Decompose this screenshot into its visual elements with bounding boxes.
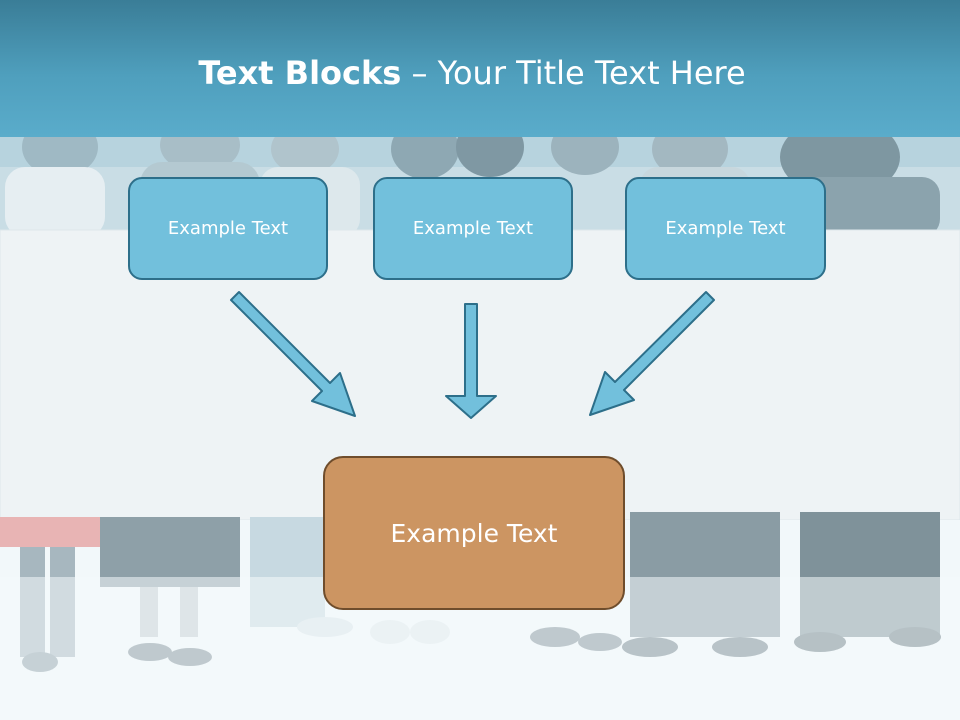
text-block-2[interactable]: Example Text [373, 177, 573, 280]
page-title: Text Blocks – Your Title Text Here [0, 54, 944, 92]
title-bold: Text Blocks [198, 54, 402, 92]
arrow-down-icon [445, 303, 497, 419]
arrow-left-icon [230, 291, 356, 417]
text-block-main-label: Example Text [390, 518, 558, 548]
title-band: Text Blocks – Your Title Text Here [0, 0, 960, 137]
arrow-right-icon [589, 291, 715, 416]
text-block-3-label: Example Text [665, 218, 786, 239]
text-block-2-label: Example Text [412, 218, 534, 239]
title-rest: – Your Title Text Here [401, 54, 746, 92]
text-block-main[interactable]: Example Text [323, 456, 625, 610]
text-block-1-label: Example Text [167, 218, 289, 239]
text-block-3[interactable]: Example Text [625, 177, 826, 280]
text-block-1[interactable]: Example Text [128, 177, 328, 280]
